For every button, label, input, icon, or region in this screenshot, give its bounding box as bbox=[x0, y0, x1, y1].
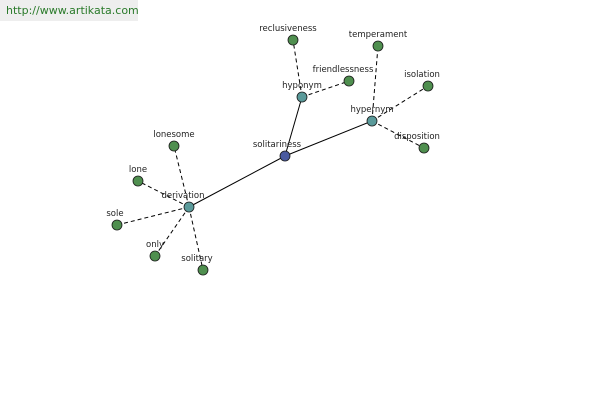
node-isolation[interactable] bbox=[422, 80, 434, 92]
edge-hypernym-isolation bbox=[371, 85, 429, 122]
edge-derivation-lone bbox=[137, 180, 190, 208]
label-solitary: solitary bbox=[181, 254, 212, 264]
artikata-watermark-link[interactable]: http://www.artikata.com bbox=[0, 0, 139, 21]
label-lone: lone bbox=[129, 165, 147, 175]
graph-edges bbox=[116, 39, 429, 271]
label-sole: sole bbox=[106, 209, 123, 219]
edge-derivation-lonesome bbox=[173, 145, 190, 208]
node-lone[interactable] bbox=[132, 175, 144, 187]
node-temperament[interactable] bbox=[372, 40, 384, 52]
node-derivation[interactable] bbox=[183, 201, 195, 213]
node-solitariness[interactable] bbox=[279, 150, 291, 162]
edge-solitariness-hyponym bbox=[284, 96, 303, 157]
node-solitary[interactable] bbox=[197, 264, 209, 276]
edge-solitariness-hypernym bbox=[284, 120, 373, 157]
edge-solitariness-derivation bbox=[188, 155, 286, 208]
edge-derivation-sole bbox=[116, 206, 190, 226]
node-lonesome[interactable] bbox=[168, 140, 180, 152]
edge-hypernym-disposition bbox=[371, 120, 425, 149]
label-only: only bbox=[146, 240, 164, 250]
edge-derivation-only bbox=[154, 206, 190, 257]
label-friendlessness: friendlessness bbox=[313, 65, 374, 75]
node-disposition[interactable] bbox=[418, 142, 430, 154]
label-hyponym: hyponym bbox=[282, 81, 322, 91]
edge-hyponym-reclusiveness bbox=[292, 39, 303, 98]
label-hypernym: hypernym bbox=[350, 105, 393, 115]
edge-hypernym-temperament bbox=[371, 45, 379, 122]
label-solitariness: solitariness bbox=[253, 140, 302, 150]
node-reclusiveness[interactable] bbox=[287, 34, 299, 46]
node-sole[interactable] bbox=[111, 219, 123, 231]
label-disposition: disposition bbox=[394, 132, 440, 142]
graph-labels: solitariness hyponym reclusiveness friendle… bbox=[106, 24, 440, 264]
label-temperament: temperament bbox=[349, 30, 408, 40]
label-isolation: isolation bbox=[404, 70, 440, 80]
label-reclusiveness: reclusiveness bbox=[259, 24, 317, 34]
node-hyponym[interactable] bbox=[296, 91, 308, 103]
edge-hyponym-friendlessness bbox=[301, 80, 350, 98]
graph-nodes bbox=[111, 34, 434, 276]
node-only[interactable] bbox=[149, 250, 161, 262]
edge-derivation-solitary bbox=[188, 206, 204, 271]
label-derivation: derivation bbox=[161, 191, 204, 201]
node-friendlessness[interactable] bbox=[343, 75, 355, 87]
node-hypernym[interactable] bbox=[366, 115, 378, 127]
label-lonesome: lonesome bbox=[153, 130, 194, 140]
